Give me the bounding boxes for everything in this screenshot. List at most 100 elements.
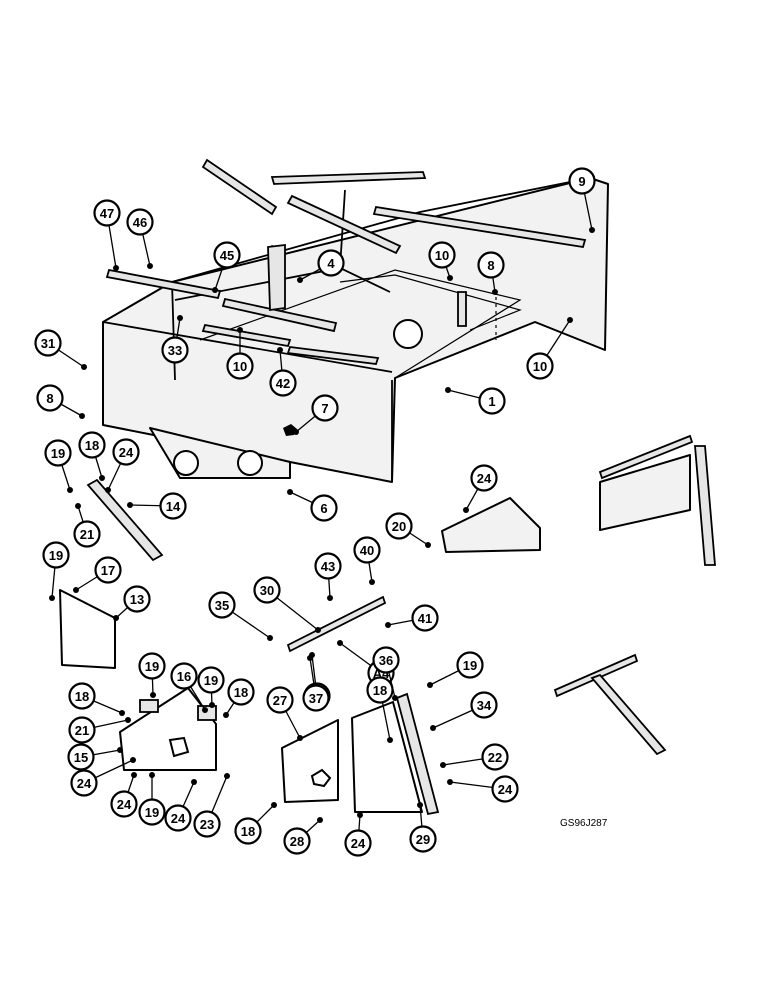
callout-pointer-dot bbox=[212, 287, 218, 293]
callout-24: 24 bbox=[110, 790, 138, 818]
callout-8: 8 bbox=[36, 384, 64, 412]
callout-pointer-dot bbox=[67, 487, 73, 493]
callout-10: 10 bbox=[526, 352, 554, 380]
callout-circle bbox=[164, 804, 192, 832]
callout-circle bbox=[93, 199, 121, 227]
callout-circle bbox=[344, 829, 372, 857]
callout-number: 18 bbox=[241, 824, 255, 839]
drawing-reference: GS96J287 bbox=[560, 818, 608, 829]
callout-number: 18 bbox=[85, 438, 99, 453]
callout-pointer-dot bbox=[79, 413, 85, 419]
top-rails bbox=[105, 158, 587, 365]
callout-8: 8 bbox=[477, 251, 505, 279]
callout-circle bbox=[68, 682, 96, 710]
callout-circle bbox=[110, 790, 138, 818]
callout-circle bbox=[126, 208, 154, 236]
callout-number: 8 bbox=[46, 391, 53, 406]
callout-pointer-dot bbox=[113, 615, 119, 621]
callout-18: 18 bbox=[227, 678, 255, 706]
callout-number: 36 bbox=[379, 653, 393, 668]
callout-circle bbox=[227, 678, 255, 706]
callout-circle bbox=[138, 798, 166, 826]
callout-circle bbox=[372, 646, 400, 674]
callout-21: 21 bbox=[68, 716, 96, 744]
callout-number: 43 bbox=[321, 559, 335, 574]
callout-circle bbox=[213, 241, 241, 269]
callout-pointer-dot bbox=[447, 779, 453, 785]
callout-pointer-dot bbox=[387, 737, 393, 743]
callout-13: 13 bbox=[123, 585, 151, 613]
right-side-panel bbox=[598, 434, 716, 566]
callout-circle bbox=[73, 520, 101, 548]
callout-9: 9 bbox=[568, 167, 596, 195]
callout-number: 30 bbox=[260, 583, 274, 598]
callout-number: 29 bbox=[416, 832, 430, 847]
plate-13 bbox=[59, 589, 116, 669]
callout-circle bbox=[112, 438, 140, 466]
callout-circle bbox=[317, 249, 345, 277]
callout-18: 18 bbox=[366, 676, 394, 704]
callout-number: 8 bbox=[487, 258, 494, 273]
callout-number: 17 bbox=[101, 563, 115, 578]
callout-pointer-dot bbox=[99, 475, 105, 481]
callout-number: 19 bbox=[204, 673, 218, 688]
callout-pointer-dot bbox=[297, 735, 303, 741]
callout-pointer-dot bbox=[271, 802, 277, 808]
callout-circle bbox=[78, 431, 106, 459]
callout-number: 24 bbox=[171, 811, 186, 826]
callout-circle bbox=[44, 439, 72, 467]
callout-circle bbox=[491, 775, 519, 803]
callout-4: 4 bbox=[317, 249, 345, 277]
callout-circle bbox=[477, 251, 505, 279]
callout-pointer-dot bbox=[417, 802, 423, 808]
callout-number: 24 bbox=[351, 836, 366, 851]
callout-number: 19 bbox=[145, 805, 159, 820]
callout-pointer-dot bbox=[315, 627, 321, 633]
callout-24: 24 bbox=[164, 804, 192, 832]
callout-circle bbox=[193, 810, 221, 838]
callout-circle bbox=[208, 591, 236, 619]
callout-20: 20 bbox=[385, 512, 413, 540]
callout-circle bbox=[138, 652, 166, 680]
callout-pointer-dot bbox=[119, 710, 125, 716]
callout-number: 18 bbox=[75, 689, 89, 704]
callout-number: 24 bbox=[477, 471, 492, 486]
callout-pointer-dot bbox=[357, 812, 363, 818]
plate-27 bbox=[281, 719, 339, 803]
callout-pointer-dot bbox=[113, 265, 119, 271]
callout-10: 10 bbox=[226, 352, 254, 380]
callout-pointer-dot bbox=[224, 773, 230, 779]
callout-35: 35 bbox=[208, 591, 236, 619]
callout-number: 20 bbox=[392, 519, 406, 534]
callout-number: 33 bbox=[168, 343, 182, 358]
callout-24: 24 bbox=[470, 464, 498, 492]
callout-circle bbox=[526, 352, 554, 380]
callout-pointer-dot bbox=[440, 762, 446, 768]
lower-right-brace bbox=[553, 653, 667, 756]
callout-pointer-dot bbox=[293, 429, 299, 435]
callout-7: 7 bbox=[311, 394, 339, 422]
callout-circle bbox=[481, 743, 509, 771]
callout-number: 7 bbox=[321, 401, 328, 416]
callout-circle bbox=[68, 716, 96, 744]
callout-19: 19 bbox=[42, 541, 70, 569]
callout-circle bbox=[366, 676, 394, 704]
callout-pointer-dot bbox=[297, 277, 303, 283]
callout-pointer-dot bbox=[177, 315, 183, 321]
callout-circle bbox=[470, 464, 498, 492]
callout-pointer-dot bbox=[209, 702, 215, 708]
callout-19: 19 bbox=[456, 651, 484, 679]
callout-pointer-dot bbox=[127, 502, 133, 508]
callout-circle bbox=[42, 541, 70, 569]
callout-pointer-dot bbox=[202, 707, 208, 713]
callout-29: 29 bbox=[409, 825, 437, 853]
plate-15 bbox=[119, 687, 217, 771]
callout-number: 15 bbox=[74, 750, 88, 765]
callout-43: 43 bbox=[314, 552, 342, 580]
callout-number: 19 bbox=[145, 659, 159, 674]
callout-pointer-dot bbox=[430, 725, 436, 731]
callout-pointer-dot bbox=[327, 595, 333, 601]
hopper-body bbox=[102, 177, 609, 483]
callout-17: 17 bbox=[94, 556, 122, 584]
